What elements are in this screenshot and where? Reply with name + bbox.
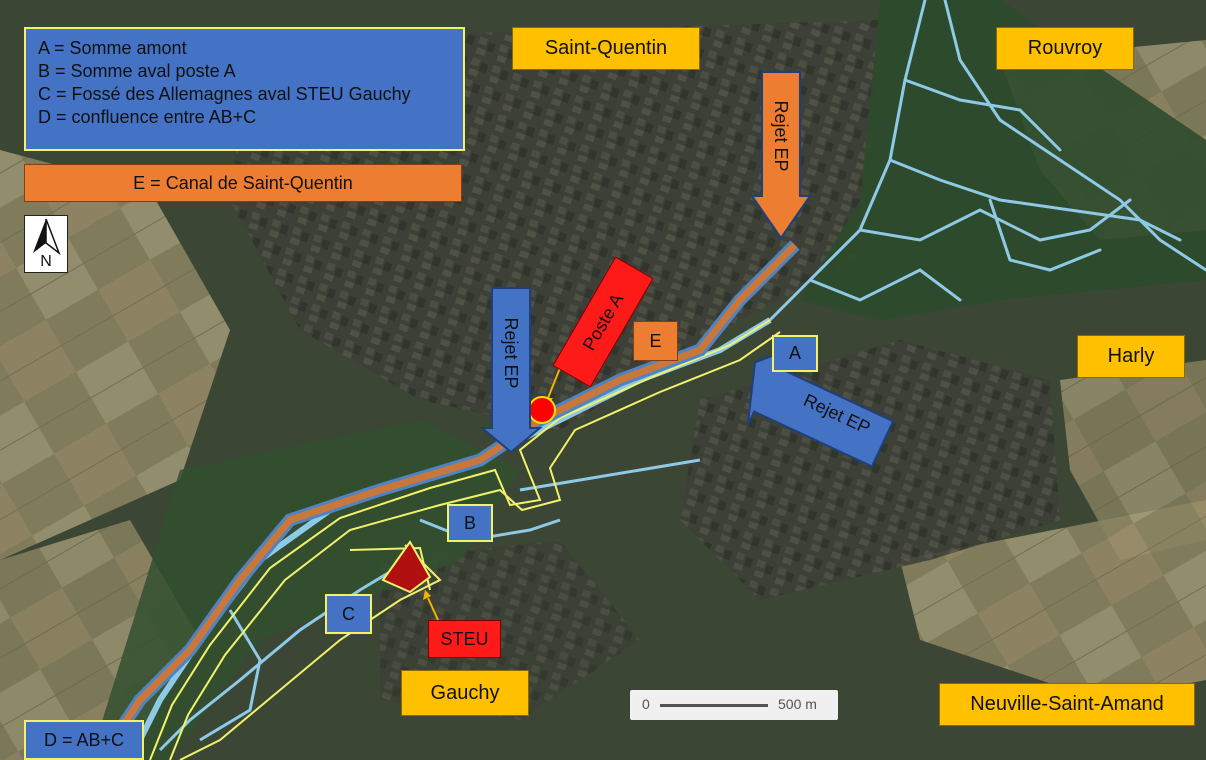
legend-item-c: C = Fossé des Allemagnes aval STEU Gauch… (38, 84, 411, 104)
ditch-west (199, 609, 262, 742)
town-harly: Harly (1077, 335, 1185, 378)
river-branch-b (519, 458, 701, 492)
point-label-c: C (325, 594, 372, 634)
town-saint-quentin: Saint-Quentin (512, 27, 700, 70)
steu-leader (427, 597, 439, 621)
north-label: N (40, 253, 52, 270)
poste-a-leader (547, 367, 561, 399)
point-label-a: A (772, 335, 818, 372)
scale-start-label: 0 (642, 696, 650, 712)
river-branch-b2 (419, 518, 561, 542)
rejet-ep-arrow-north-icon (750, 71, 812, 240)
town-neuville-saint-amand: Neuville-Saint-Amand (939, 683, 1195, 726)
town-rouvroy: Rouvroy (996, 27, 1134, 70)
canal-saint-quentin (97, 242, 798, 760)
legend-item-a: A = Somme amont (38, 38, 187, 58)
point-label-d: D = AB+C (24, 720, 144, 760)
scale-bar: 0 500 m (630, 690, 838, 720)
north-arrow: N (24, 215, 68, 273)
north-arrow-icon (33, 218, 61, 256)
fields-southeast (900, 500, 1206, 700)
rejet-ep-north-label: Rejet EP (763, 77, 799, 195)
marsh-channels (768, 0, 1206, 322)
scale-end-label: 500 m (778, 696, 817, 712)
poste-a-marker-icon (528, 396, 556, 424)
scale-line (660, 704, 768, 707)
wood-south (90, 420, 520, 760)
steu-label: STEU (428, 620, 501, 658)
rejet-ep-north-text: Rejet EP (771, 100, 792, 172)
legend-item-b: B = Somme aval poste A (38, 61, 236, 81)
rejet-ep-arrow-center-icon (479, 287, 543, 454)
legend-canal: E = Canal de Saint-Quentin (24, 164, 462, 202)
steu-leader-head (423, 590, 431, 600)
rejet-ep-center-text: Rejet EP (501, 317, 522, 389)
legend-item-d: D = confluence entre AB+C (38, 107, 257, 127)
town-gauchy: Gauchy (401, 670, 529, 716)
rejet-ep-center-label: Rejet EP (493, 294, 529, 412)
marsh-rouvroy (800, 0, 1206, 320)
point-label-e: E (633, 321, 678, 361)
legend-box: A = Somme amont B = Somme aval poste A C… (24, 27, 465, 151)
point-label-b: B (447, 504, 493, 542)
steu-site (381, 540, 432, 594)
